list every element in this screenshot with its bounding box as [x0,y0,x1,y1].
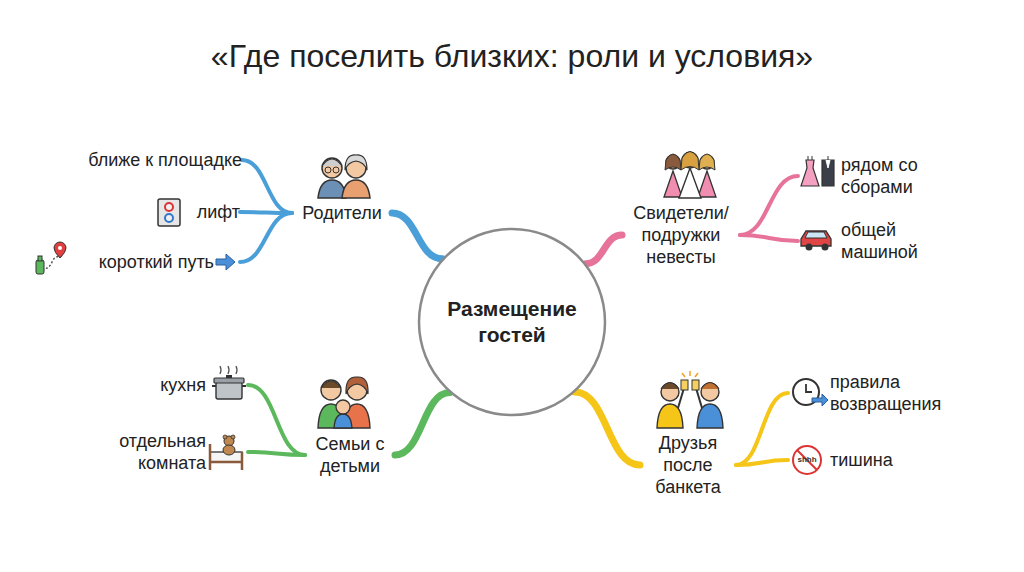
leaf-label: кухня [138,374,248,396]
friends-icon [657,371,723,428]
pot-icon [212,366,246,399]
node-text: Семьи с детьми [305,433,395,477]
leaf-label: короткий путь [62,251,240,273]
leaf-label: общей машиной [798,219,948,263]
circle-outline [417,227,607,417]
icon-text: shhh [792,455,822,465]
branch-connector [392,213,442,259]
node-text: короткий путь [62,251,214,273]
branch-connector [586,235,622,264]
node-text: кухня [138,374,206,396]
diagram-title: «Где поселить близких: роли и условия» [0,36,1024,76]
parents-icon [318,155,370,198]
node-text: Родители [292,202,392,224]
branch-connector [248,385,305,455]
branch-label: Свидетели/ подружки невесты [622,202,740,268]
bed-icon [210,435,242,470]
branch-label: Друзья после банкета [640,432,736,498]
branch-connector [248,452,305,455]
node-text: тишина [830,449,908,471]
silence-icon [793,446,821,474]
leaf-label: ближе к площадке [42,149,242,171]
node-text: Свидетели/ подружки невесты [622,202,740,268]
node-text: Друзья после банкета [640,432,736,498]
branch-connector [740,235,798,241]
branch-connector [242,160,292,213]
bridesmaids-icon [664,152,716,199]
central-text: Размещение гостей [437,296,587,348]
branch-connector [240,213,292,262]
central-circle: Размещение гостей [417,227,607,417]
arrow-icon [216,254,235,270]
node-text: рядом со сборами [841,154,958,198]
branch-label: Семьи с детьми [305,433,395,477]
branch-connector [736,393,788,465]
leaf-label: правила возвращения [788,371,988,415]
node-text: отдельная комната [88,430,206,474]
leaf-label: отдельная комната [88,430,248,474]
elevator-icon [158,199,180,226]
branch-connector [736,460,788,465]
leaf-label: рядом со сборами [798,154,958,198]
circle-shape [419,229,605,415]
route-icon [36,242,66,274]
branch-connector [575,392,640,465]
node-text: ближе к площадке [42,149,242,171]
dress-suit-icon [801,156,834,186]
branch-connector [395,393,450,455]
branch-connector [740,176,798,235]
family-icon [318,377,370,428]
clock-return-icon [793,379,828,406]
branch-label: Родители [292,202,392,224]
node-text: лифт [182,201,240,223]
node-text: правила возвращения [830,371,988,415]
node-text: общей машиной [841,219,948,263]
car-icon [801,231,831,251]
leaf-label: лифт [182,201,240,223]
